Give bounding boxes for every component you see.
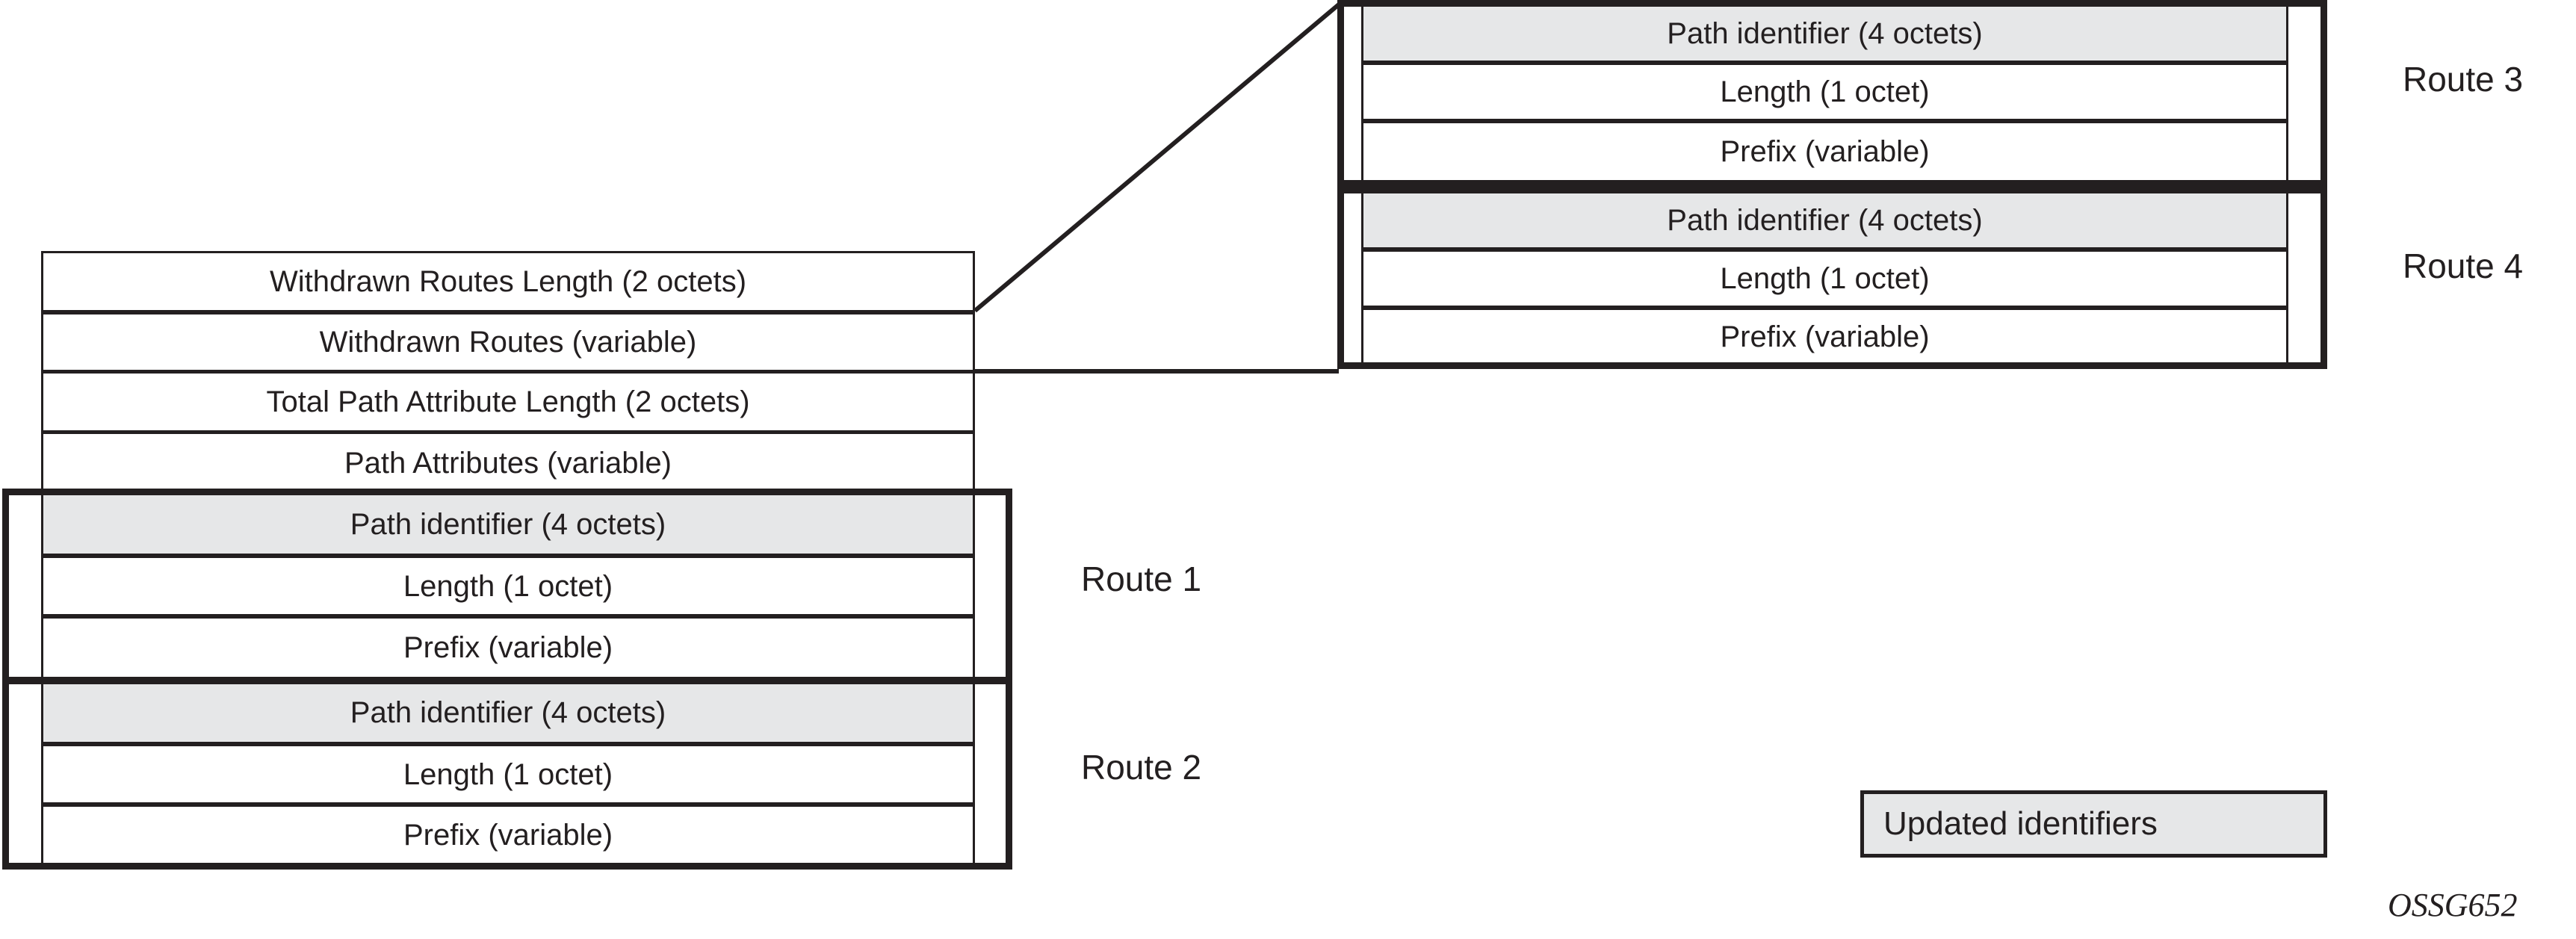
route-4-label: Route 4	[2403, 247, 2524, 285]
route-2-label: Route 2	[1081, 748, 1202, 787]
route-2-length: Length (1 octet)	[41, 744, 975, 805]
legend-label: Updated identifiers	[1883, 805, 2158, 842]
route-4-length: Length (1 octet)	[1361, 250, 2288, 308]
field-label: Path identifier (4 octets)	[1667, 17, 1983, 50]
route-3-outline	[1337, 0, 2327, 187]
field-label: Prefix (variable)	[1720, 320, 1930, 353]
route-3-prefix: Prefix (variable)	[1361, 121, 2288, 182]
field-label: Prefix (variable)	[403, 631, 613, 664]
route-3-label: Route 3	[2403, 60, 2524, 99]
field-label: Total Path Attribute Length (2 octets)	[266, 385, 750, 418]
route-1-label: Route 1	[1081, 560, 1202, 598]
field-label: Length (1 octet)	[1720, 75, 1930, 108]
route-1-prefix: Prefix (variable)	[41, 616, 975, 679]
field-path-attributes: Path Attributes (variable)	[41, 432, 975, 494]
field-label: Withdrawn Routes Length (2 octets)	[269, 265, 747, 298]
route-1-length: Length (1 octet)	[41, 556, 975, 616]
route-3-length: Length (1 octet)	[1361, 63, 2288, 121]
route-1-outline	[2, 489, 1012, 684]
field-label: Withdrawn Routes (variable)	[319, 326, 697, 359]
field-label: Length (1 octet)	[403, 569, 613, 603]
field-label: Path identifier (4 octets)	[350, 696, 666, 729]
field-label: Length (1 octet)	[1720, 262, 1930, 295]
field-total-path-attribute-length: Total Path Attribute Length (2 octets)	[41, 371, 975, 433]
route-4-prefix: Prefix (variable)	[1361, 308, 2288, 366]
field-label: Prefix (variable)	[403, 818, 613, 852]
withdrawn-routes-to-route3-diagonal	[973, 2, 1340, 313]
route-3-path-identifier: Path identifier (4 octets)	[1361, 4, 2288, 63]
field-label: Path Attributes (variable)	[344, 446, 672, 480]
legend-updated-identifiers: Updated identifiers	[1860, 790, 2327, 858]
route-2-prefix: Prefix (variable)	[41, 805, 975, 865]
field-withdrawn-routes-length: Withdrawn Routes Length (2 octets)	[41, 251, 975, 312]
figure-credit: OSSG652	[2388, 887, 2518, 923]
field-withdrawn-routes: Withdrawn Routes (variable)	[41, 312, 975, 372]
field-label: Prefix (variable)	[1720, 135, 1930, 168]
field-label: Path identifier (4 octets)	[1667, 204, 1983, 237]
field-label: Path identifier (4 octets)	[350, 508, 666, 541]
route-2-outline	[2, 677, 1012, 870]
field-label: Length (1 octet)	[403, 757, 613, 791]
route-2-path-identifier: Path identifier (4 octets)	[41, 681, 975, 744]
route-4-outline	[1337, 187, 2327, 369]
